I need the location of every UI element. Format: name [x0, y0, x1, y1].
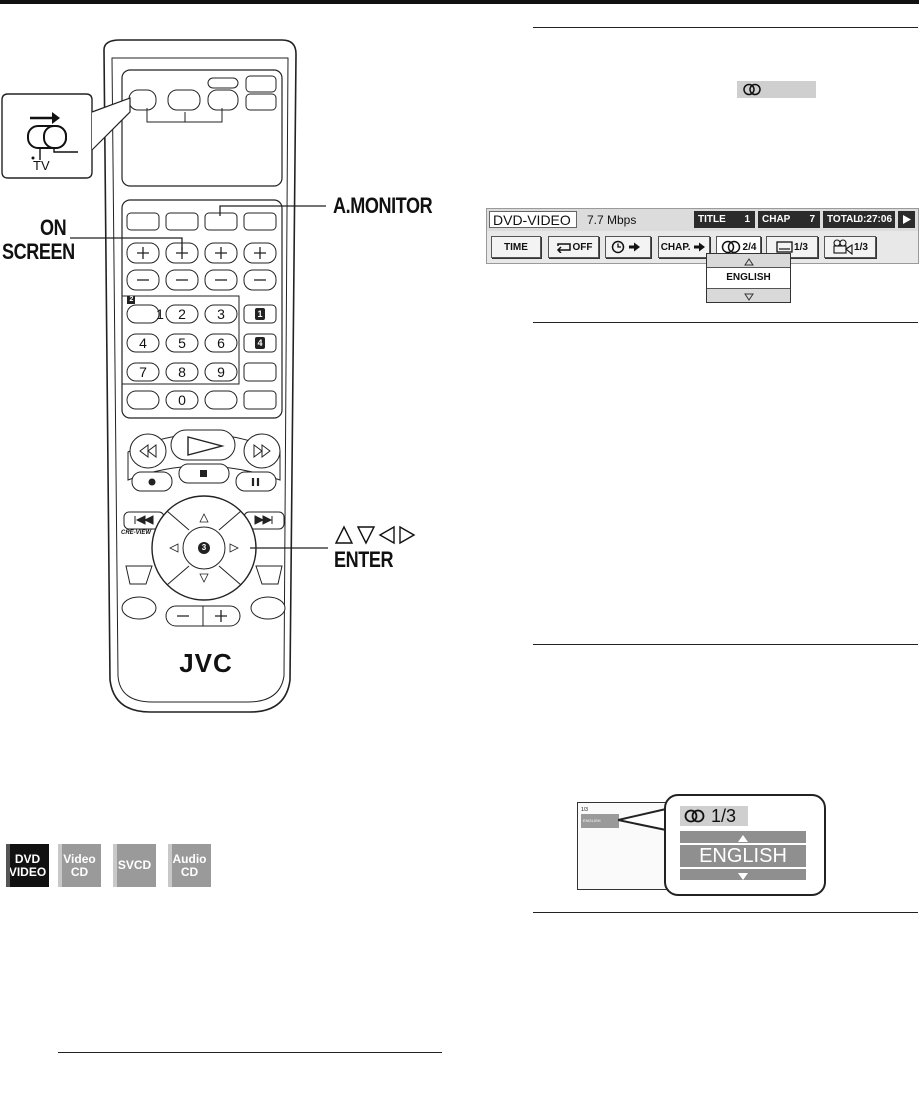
callout-screen: SCREEN	[2, 239, 75, 264]
camera-angle-icon	[833, 239, 853, 256]
thumb-language: ENGLISH	[583, 818, 601, 823]
osd-status-bar: DVD-VIDEO 7.7 Mbps TITLE 1 CHAP 7 TOTAL …	[486, 208, 919, 264]
callout-on: ON	[40, 215, 67, 240]
section-rule-3	[533, 644, 918, 645]
subtitle-icon	[776, 241, 793, 254]
zoom-language: ENGLISH	[680, 845, 806, 867]
osd-subtitle-value: 1/3	[794, 242, 808, 253]
osd-title-value: 1	[744, 214, 750, 225]
disc-tag-line1: Audio	[172, 851, 207, 866]
section-rule-2	[533, 322, 918, 323]
osd-chap-label: CHAP	[762, 214, 791, 225]
osd-chap-value: 7	[809, 214, 815, 225]
osd-total-label: TOTAL	[827, 214, 860, 225]
osd-play-icon	[898, 211, 915, 228]
dropdown-down-arrow[interactable]	[707, 288, 790, 302]
repeat-icon	[556, 243, 571, 254]
key-7: 7	[139, 364, 147, 380]
zoom-up-arrow	[680, 831, 806, 843]
step-badge-2: 2	[129, 296, 134, 303]
disc-tag-line1: DVD	[14, 851, 41, 866]
osd-bitrate: 7.7 Mbps	[587, 213, 637, 227]
key-2: 2	[178, 306, 186, 322]
inline-audio-indicator	[737, 81, 816, 98]
audio-icon	[684, 809, 705, 823]
top-bar	[0, 0, 919, 4]
clock-arrow-icon	[611, 241, 640, 254]
osd-info-row: DVD-VIDEO 7.7 Mbps TITLE 1 CHAP 7 TOTAL …	[487, 209, 918, 231]
disc-tag-svcd: SVCD	[113, 844, 156, 887]
dropdown-up-arrow[interactable]	[707, 254, 790, 268]
brand-logo: JVC	[179, 648, 233, 678]
osd-time-button[interactable]: TIME	[491, 236, 541, 258]
thumb-track: 1/3	[581, 807, 588, 813]
audio-language-dropdown[interactable]: ENGLISH	[706, 253, 791, 303]
osd-total-box: TOTAL 0:27:06	[823, 211, 895, 228]
key-6: 6	[217, 335, 225, 351]
osd-audio-value: 2/4	[742, 242, 757, 253]
osd-title-label: TITLE	[698, 214, 726, 225]
callout-enter: ENTER	[334, 547, 394, 572]
zoom-down-arrow	[680, 869, 806, 880]
key-9: 9	[217, 364, 225, 380]
step-badge-4: 4	[257, 338, 263, 348]
section-rule-4	[533, 912, 918, 913]
key-5: 5	[178, 335, 186, 351]
key-4: 4	[139, 335, 147, 351]
osd-title-box: TITLE 1	[694, 211, 755, 228]
disc-tag-line2: CD	[70, 864, 89, 879]
osd-angle-value: 1/3	[854, 242, 868, 253]
key-3: 3	[217, 306, 225, 322]
section-rule-1	[533, 27, 918, 28]
dropdown-value: ENGLISH	[726, 272, 771, 283]
osd-chapter-search-button[interactable]: CHAP.	[658, 236, 710, 258]
step-badge-3: 3	[201, 543, 207, 552]
arrow-keys-icon	[334, 525, 416, 545]
osd-repeat-button[interactable]: OFF	[548, 236, 599, 258]
remote-control-illustration	[1, 39, 328, 713]
audio-icon	[721, 241, 740, 254]
zoomed-audio-display: 1/3 ENGLISH	[664, 794, 826, 896]
review-label: CRE-VIEW	[121, 530, 151, 536]
disc-tag-line1: Video	[63, 851, 96, 866]
tv-switch-label: TV	[33, 158, 50, 173]
osd-repeat-label: OFF	[572, 242, 593, 253]
tv-screen-thumbnail: 1/3 ENGLISH	[577, 802, 668, 890]
osd-chap-btn-label: CHAP.	[660, 242, 691, 253]
key-0: 0	[178, 392, 186, 408]
disc-tag-line2: VIDEO	[8, 864, 47, 879]
osd-source: DVD-VIDEO	[489, 211, 577, 228]
callout-a-monitor: A.MONITOR	[333, 193, 433, 218]
zoom-pointer	[618, 808, 667, 832]
osd-time-search-button[interactable]	[605, 236, 651, 258]
osd-subtitle-button[interactable]: 1/3	[766, 236, 818, 258]
audio-icon	[743, 83, 761, 96]
osd-chap-box: CHAP 7	[758, 211, 820, 228]
arrow-right-icon	[694, 242, 706, 252]
key-1: 1	[156, 306, 164, 322]
osd-total-value: 0:27:06	[857, 214, 892, 225]
section-rule-left	[58, 1052, 442, 1053]
zoom-track-number: 1/3	[711, 806, 737, 826]
osd-angle-button[interactable]: 1/3	[824, 236, 876, 258]
disc-tag-line1: SVCD	[117, 858, 152, 872]
key-8: 8	[178, 364, 186, 380]
disc-tag-line2: CD	[180, 864, 199, 879]
step-badge-1: 1	[257, 309, 263, 319]
